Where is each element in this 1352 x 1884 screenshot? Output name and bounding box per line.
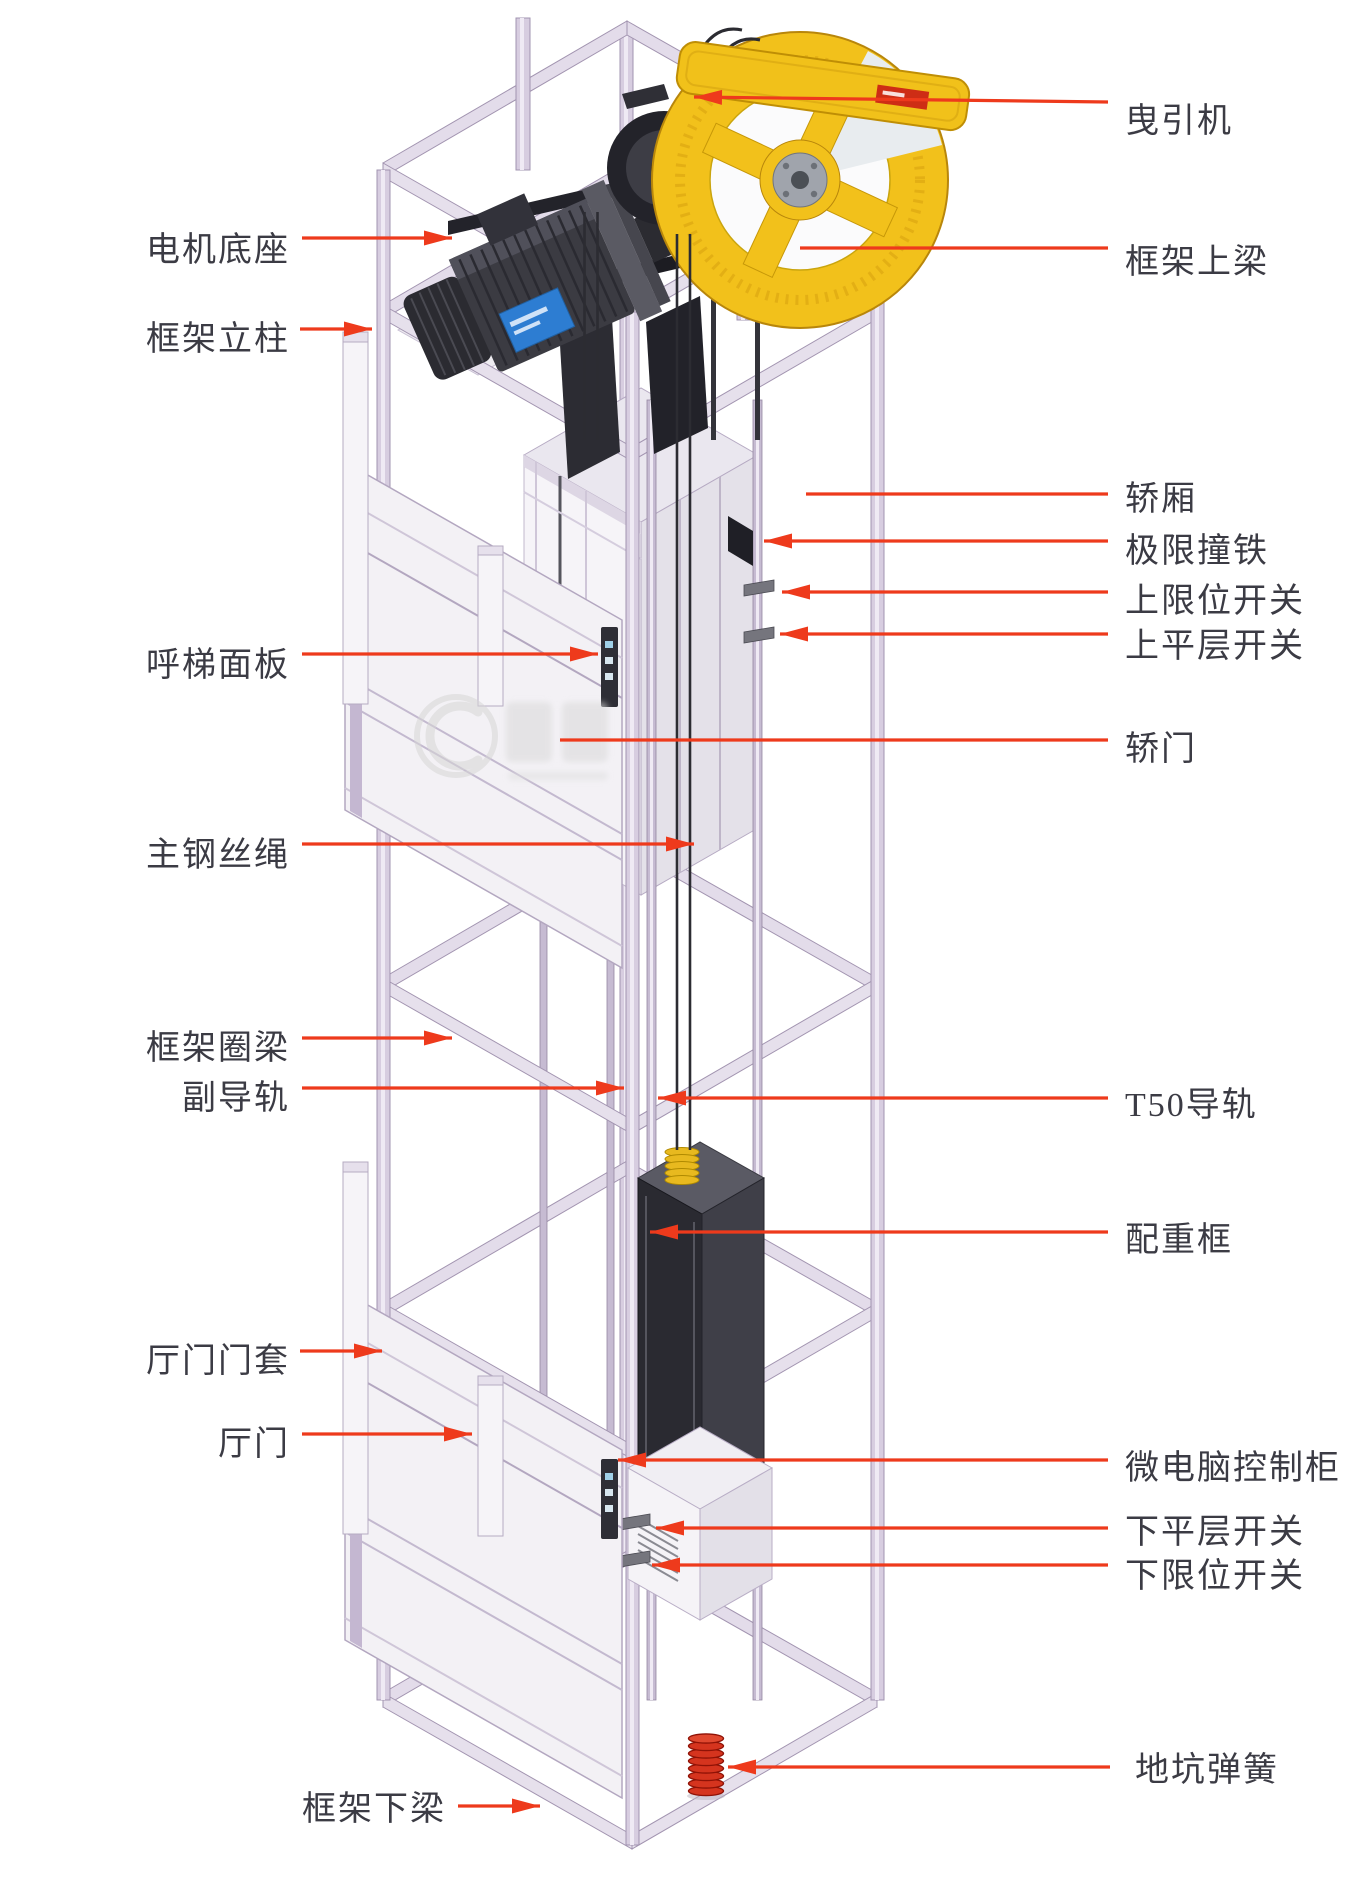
label-frame-bottom-beam: 框架下梁 bbox=[302, 1791, 446, 1828]
label-upper-limit-switch: 上限位开关 bbox=[1125, 583, 1305, 620]
leader-arrowhead-lower-leveling-switch bbox=[656, 1520, 684, 1536]
motor bbox=[403, 179, 681, 380]
label-frame-ring-beam: 框架圈梁 bbox=[146, 1030, 290, 1067]
label-traction-machine: 曳引机 bbox=[1125, 103, 1233, 140]
limit-striker-iron bbox=[728, 516, 753, 566]
label-limit-striker: 极限撞铁 bbox=[1125, 533, 1269, 570]
leader-arrowhead-aux-guide-rail bbox=[596, 1080, 624, 1096]
pit-spring-coil bbox=[687, 1733, 725, 1800]
watermark-glyphs bbox=[506, 702, 608, 780]
label-call-panel: 呼梯面板 bbox=[146, 647, 290, 684]
leader-arrowhead-call-panel bbox=[570, 646, 598, 662]
leader-arrowhead-upper-limit-switch bbox=[782, 584, 810, 600]
label-lower-leveling-switch: 下平层开关 bbox=[1125, 1514, 1305, 1551]
call-panel-upper bbox=[601, 627, 618, 707]
control-cabinet-box bbox=[626, 1426, 774, 1621]
label-hall-door-frame: 厅门门套 bbox=[146, 1343, 290, 1380]
label-car: 轿厢 bbox=[1125, 481, 1197, 518]
leader-arrowhead-t50-guide-rail bbox=[658, 1090, 686, 1106]
watermark bbox=[414, 694, 608, 780]
traction-machine-assembly bbox=[403, 27, 971, 479]
leader-arrowhead-upper-leveling-switch bbox=[780, 626, 808, 642]
leader-arrowhead-hall-door bbox=[444, 1426, 472, 1442]
wire-ropes bbox=[583, 212, 692, 1150]
label-frame-column: 框架立柱 bbox=[146, 321, 290, 358]
watermark-logo-c bbox=[425, 701, 483, 771]
leader-arrowhead-frame-ring-beam bbox=[424, 1030, 452, 1046]
leader-arrowhead-frame-bottom-beam bbox=[512, 1798, 540, 1814]
upper-switch-brackets bbox=[743, 579, 775, 644]
label-aux-guide-rail: 副导轨 bbox=[182, 1080, 290, 1117]
leader-arrowhead-motor-base bbox=[424, 230, 452, 246]
label-car-door: 轿门 bbox=[1125, 731, 1197, 768]
label-lower-limit-switch: 下限位开关 bbox=[1125, 1558, 1305, 1595]
label-frame-top-beam: 框架上梁 bbox=[1125, 244, 1269, 281]
label-counterweight-frame: 配重框 bbox=[1125, 1222, 1233, 1259]
label-motor-base: 电机底座 bbox=[146, 232, 290, 269]
upper-landing-panels bbox=[342, 331, 623, 970]
label-hall-door: 厅门 bbox=[218, 1426, 290, 1463]
leader-arrowhead-main-wire-rope bbox=[666, 836, 694, 852]
leader-arrowhead-counterweight-frame bbox=[650, 1224, 678, 1240]
leader-arrowhead-limit-striker bbox=[764, 533, 792, 549]
call-panel-lower bbox=[601, 1459, 618, 1539]
leader-arrowhead-traction-machine bbox=[694, 89, 723, 105]
label-upper-leveling-switch: 上平层开关 bbox=[1125, 628, 1305, 665]
label-main-wire-rope: 主钢丝绳 bbox=[146, 837, 290, 874]
leader-arrowhead-hall-door-frame bbox=[354, 1343, 382, 1359]
leader-arrowhead-lower-limit-switch bbox=[652, 1557, 680, 1573]
motor-label bbox=[498, 287, 576, 354]
leader-line-traction-machine bbox=[693, 95, 1109, 104]
sheave-guard bbox=[675, 41, 971, 132]
leader-arrowhead-control-cabinet bbox=[618, 1452, 646, 1468]
lower-switch-brackets bbox=[619, 1513, 651, 1568]
label-t50-guide-rail: T50导轨 bbox=[1125, 1087, 1258, 1124]
watermark-logo-circle bbox=[414, 694, 498, 778]
leader-arrowhead-frame-column bbox=[344, 321, 372, 337]
leader-arrowhead-pit-spring bbox=[728, 1759, 756, 1775]
label-control-cabinet: 微电脑控制柜 bbox=[1125, 1450, 1341, 1487]
label-pit-spring: 地坑弹簧 bbox=[1135, 1752, 1279, 1789]
